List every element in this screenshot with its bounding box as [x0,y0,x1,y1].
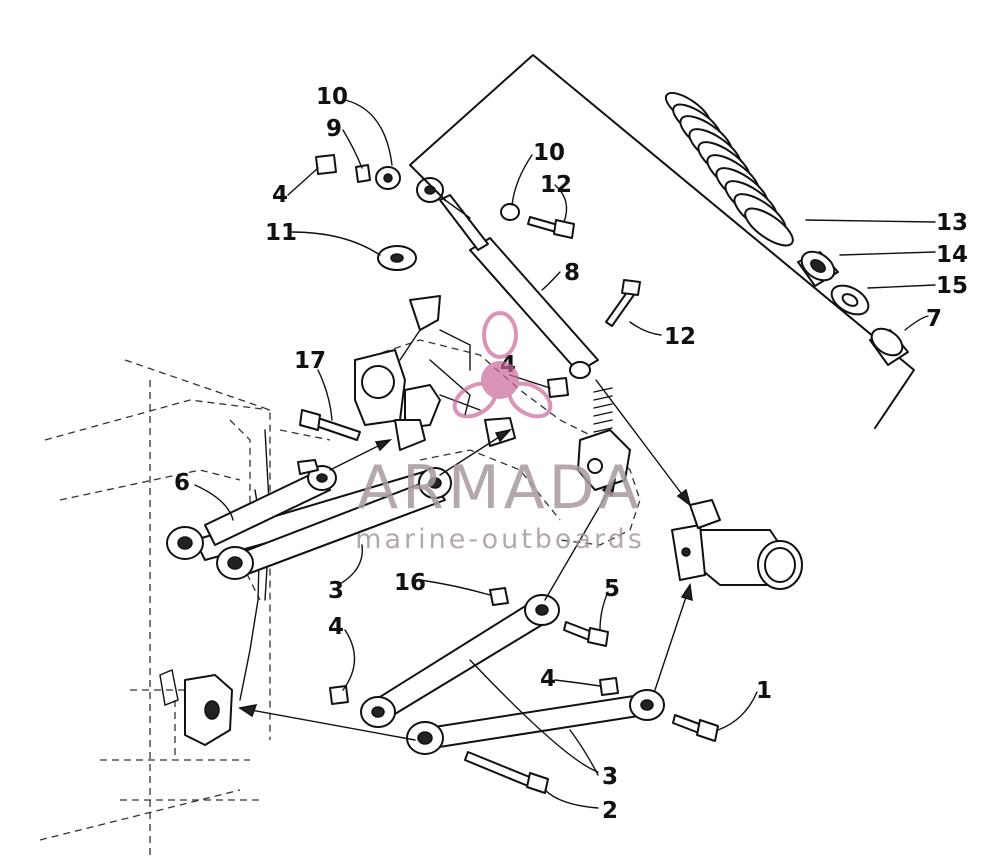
bolt-1 [672,714,719,742]
bolt-12-lower [605,279,641,327]
bolt-17 [299,409,361,441]
assembly-arrows [238,199,693,741]
spring-inset-box [409,54,915,429]
nut-4-lower [329,685,349,705]
callout-4-lower: 4 [328,614,344,640]
callout-15: 15 [936,273,968,299]
lower-a-arm [360,594,665,755]
callout-12-lower: 12 [664,324,696,350]
leader-lines [194,99,936,809]
callout-3-lower-a: 3 [602,764,618,790]
callout-13: 13 [936,210,968,236]
callout-4-top: 4 [272,182,288,208]
spring-retainer [869,327,909,366]
spring-stub [593,387,613,433]
callout-11: 11 [265,220,297,246]
shock-absorber [416,177,599,379]
callout-10-top: 10 [316,84,348,110]
frame-mount-bracket [159,669,233,746]
spring-washer [830,284,870,316]
callout-8: 8 [564,260,580,286]
spindle-housing [354,295,641,546]
callout-3-upper: 3 [328,578,344,604]
callout-10-washer: 10 [533,140,565,166]
callout-3-lower-b: 3 [602,764,618,790]
callout-6: 6 [174,470,190,496]
callout-2: 2 [602,798,618,824]
watermark-brand: ARMADA [357,453,643,523]
callout-17: 17 [294,348,326,374]
bolt-5 [563,621,609,647]
nut-4-shock [547,377,569,398]
bolt-12-upper [527,216,575,239]
nut-16 [489,587,509,606]
upper-a-arm [166,467,452,580]
callout-5: 5 [604,576,620,602]
stabilizer-link [204,459,337,546]
callout-14: 14 [936,242,968,268]
shock-hardware-top [355,164,520,271]
nut-4-top [315,154,337,175]
callout-12-upper: 12 [540,172,572,198]
bolt-2 [464,751,549,794]
nut-4-right [599,677,619,696]
callout-7: 7 [926,306,942,332]
callout-1: 1 [756,678,772,704]
callout-4-right: 4 [540,666,556,692]
callout-9: 9 [326,116,342,142]
ski-spindle [671,499,803,590]
chassis-frame-outline [39,359,331,860]
coil-spring [664,91,794,247]
callout-labels: 1 2 3 3 3 4 4 4 4 5 6 7 8 9 10 10 11 12 … [174,84,968,824]
propeller-logo-icon [452,311,553,419]
watermark: ARMADA marine-outboards [355,311,645,555]
watermark-tagline: marine-outboards [355,524,645,555]
spring-collar [797,250,839,287]
callout-16: 16 [394,570,426,596]
